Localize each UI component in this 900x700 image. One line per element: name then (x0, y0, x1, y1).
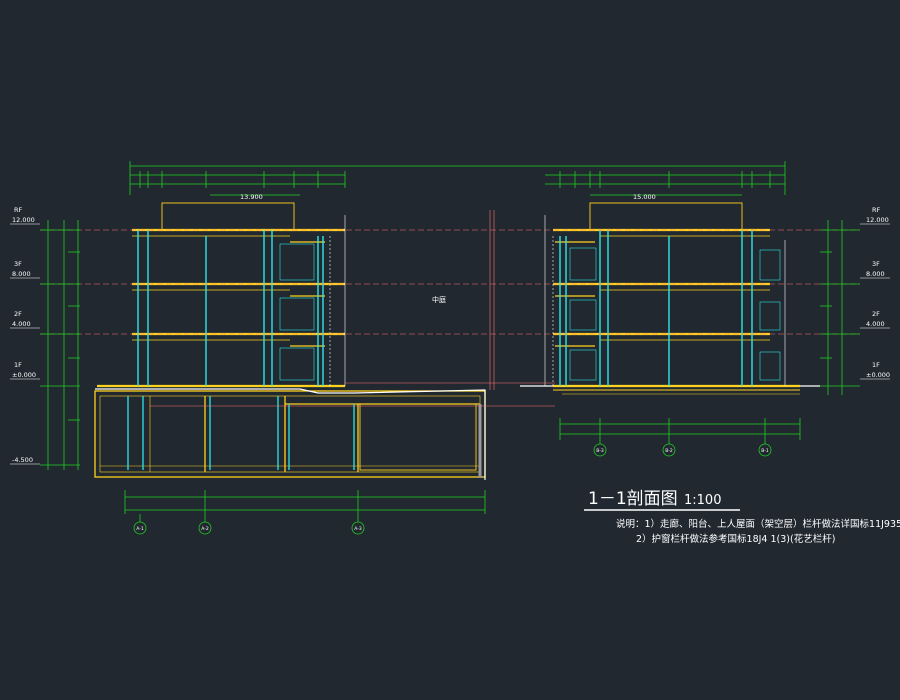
roof-elevation-right: 15.000 (633, 193, 656, 201)
level-elevation: ±0.000 (866, 371, 890, 379)
left-level-markers: RF 12.000 3F 8.000 2F 4.000 1F ±0.000 -4… (10, 206, 40, 465)
right-walls (559, 230, 753, 386)
right-building (520, 202, 820, 395)
axis-bubble-b2 (662, 443, 676, 457)
axis-bubble-b3 (593, 443, 607, 457)
drawing-scale: 1:100 (684, 493, 721, 508)
right-ground-line (520, 385, 820, 395)
level-elevation: ±0.000 (12, 371, 36, 379)
axis-label-b2: B-2 (665, 448, 673, 454)
axis-label-a3: A-3 (354, 526, 362, 532)
left-wall-details (279, 215, 346, 386)
level-marker: RF 12.000 (10, 206, 40, 225)
level-elevation: 4.000 (12, 320, 31, 328)
drawing-note-1: 说明：1）走廊、阳台、上人屋面（架空层）栏杆做法详国标11J935 (616, 518, 900, 530)
level-elevation: 12.000 (12, 216, 35, 224)
drawing-note-2: 2）护窗栏杆做法参考国标18J4 1(3)(花艺栏杆) (636, 533, 835, 545)
left-basement (94, 390, 486, 478)
left-ground-line (95, 388, 486, 480)
level-marker: 1F ±0.000 (10, 361, 40, 380)
drawing-title: 1－1剖面图 (588, 489, 678, 509)
axis-label-a1: A-1 (136, 526, 144, 532)
level-marker: 1F ±0.000 (860, 361, 890, 380)
section-red-lines (40, 210, 860, 407)
axis-bubbles (133, 443, 772, 535)
level-name: 3F (14, 260, 22, 268)
level-marker: 2F 4.000 (860, 310, 890, 329)
level-elevation: 4.000 (866, 320, 885, 328)
axis-labels: A-1 A-2 A-3 B-3 B-2 B-1 (136, 448, 769, 532)
left-floor-slabs (97, 202, 345, 388)
level-name: RF (872, 206, 881, 214)
axis-bubble-a2 (198, 521, 212, 535)
level-name: 1F (872, 361, 880, 369)
level-elevation: -4.500 (12, 456, 33, 464)
level-marker: 3F 8.000 (860, 260, 890, 279)
level-name: 2F (14, 310, 22, 318)
left-building (94, 202, 486, 480)
level-elevation: 8.000 (866, 270, 885, 278)
level-name: 3F (872, 260, 880, 268)
level-marker: 2F 4.000 (10, 310, 40, 329)
level-elevation: 12.000 (866, 216, 889, 224)
axis-label-b1: B-1 (761, 448, 769, 454)
title-block: 1－1剖面图 1:100 说明：1）走廊、阳台、上人屋面（架空层）栏杆做法详国标… (584, 489, 900, 545)
level-elevation: 8.000 (12, 270, 31, 278)
left-walls (137, 230, 324, 386)
right-level-markers: RF 12.000 3F 8.000 2F 4.000 1F ±0.000 (860, 206, 890, 380)
left-basement-walls (127, 396, 355, 470)
level-name: RF (14, 206, 23, 214)
level-marker: RF 12.000 (860, 206, 890, 225)
level-name: 2F (872, 310, 880, 318)
level-name: 1F (14, 361, 22, 369)
right-wall-details (544, 215, 786, 386)
right-floor-slabs (553, 202, 800, 391)
axis-label-a2: A-2 (201, 526, 209, 532)
axis-label-b3: B-3 (596, 448, 604, 454)
dimension-lines (40, 161, 860, 522)
axis-bubble-b1 (758, 443, 772, 457)
axis-bubble-a1 (133, 521, 147, 535)
axis-bubble-a3 (351, 521, 365, 535)
level-marker: 3F 8.000 (10, 260, 40, 279)
level-marker: -4.500 (10, 456, 40, 465)
courtyard-label: 中庭 (432, 295, 446, 304)
roof-elevation-left: 13.900 (240, 193, 263, 201)
